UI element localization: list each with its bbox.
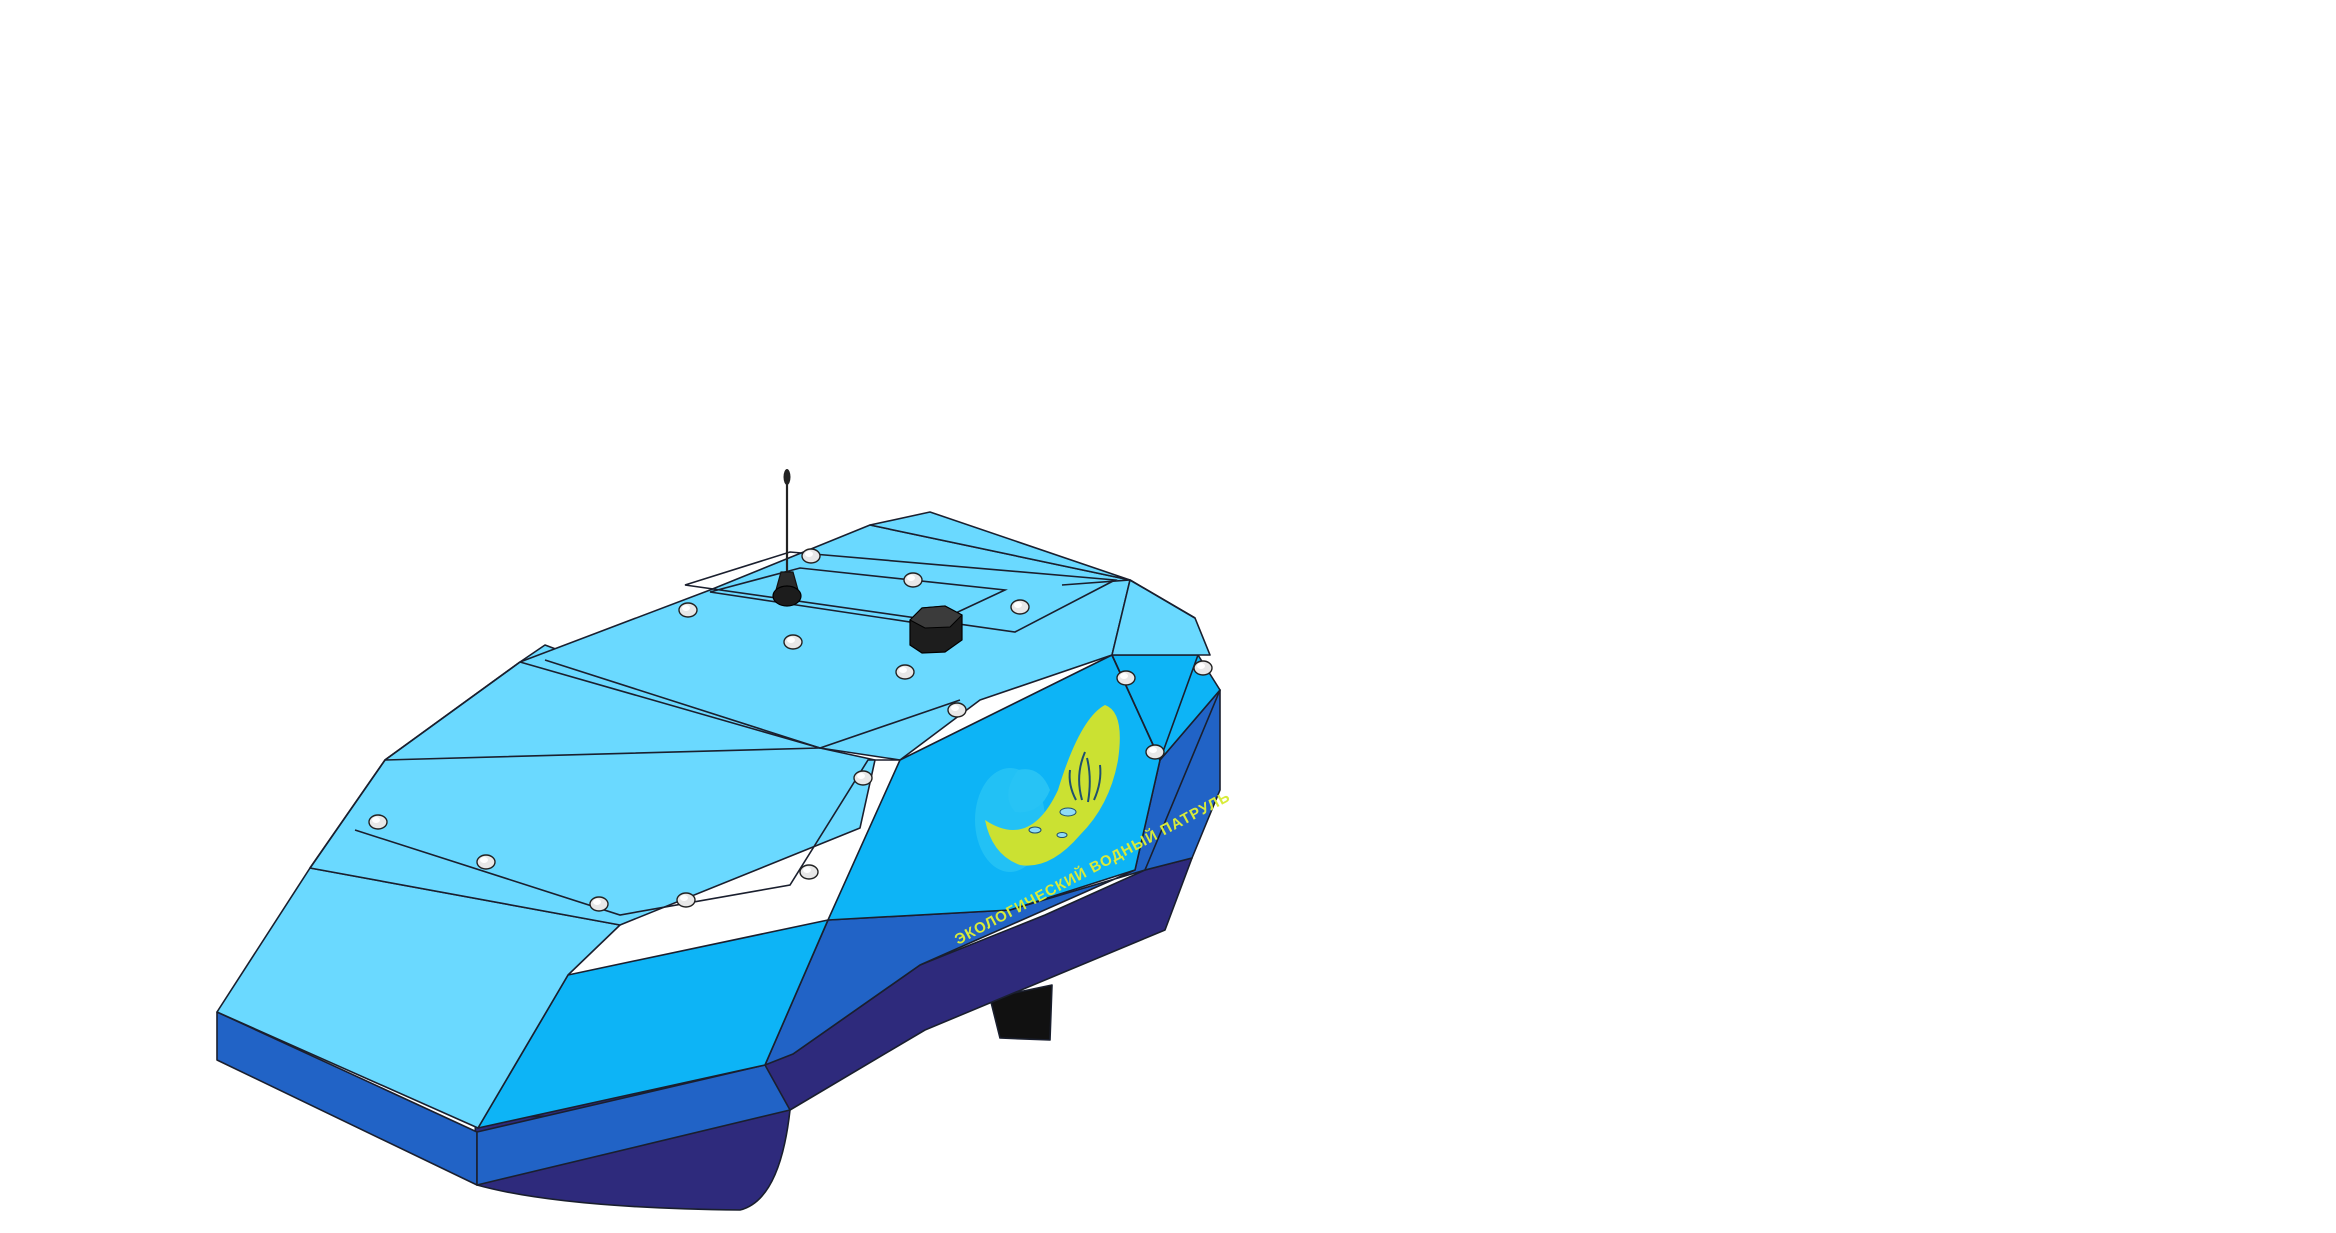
seaweed-icon [1068, 751, 1102, 803]
rear-keel [989, 984, 1053, 1041]
bolt-highlight [372, 817, 380, 823]
logo-blue-wave [1008, 769, 1050, 813]
bolt-highlight [1197, 663, 1205, 669]
deck-seam-bow [309, 661, 521, 869]
bolt-highlight [593, 899, 601, 905]
bolt-highlight [787, 637, 795, 643]
bolt-highlight [951, 705, 959, 711]
bolt-highlight [805, 551, 813, 557]
bolt-highlight [1149, 747, 1157, 753]
hatch-frame-outer [684, 551, 1118, 633]
bolt-group [368, 548, 1213, 912]
hull-rear-band [1144, 689, 1221, 871]
hatch-frame-inner [709, 567, 1008, 626]
bolt-highlight [1014, 602, 1022, 608]
bolt-highlight [899, 667, 907, 673]
rear-deck-panel [869, 511, 1211, 656]
hatch-cap-icon [909, 605, 963, 654]
logo-yellow-swirl [985, 705, 1120, 866]
hull-mid-band [476, 1064, 791, 1186]
bolt-highlight [803, 867, 811, 873]
bolt-highlight [682, 605, 690, 611]
deck-seam-rear [1061, 579, 1196, 619]
deck-seam-side [1111, 654, 1199, 763]
deck-seam-rim [354, 759, 900, 916]
fish-icon [1028, 807, 1077, 838]
bolt-highlight [857, 773, 865, 779]
bolt-highlight [1120, 673, 1128, 679]
bolt-highlight [680, 895, 688, 901]
bolt-highlight [907, 575, 915, 581]
deck-seam-diagonal [544, 659, 961, 749]
bolt-highlight [480, 857, 488, 863]
antenna-icon [772, 469, 802, 607]
bow-deck-panel [216, 867, 621, 1129]
